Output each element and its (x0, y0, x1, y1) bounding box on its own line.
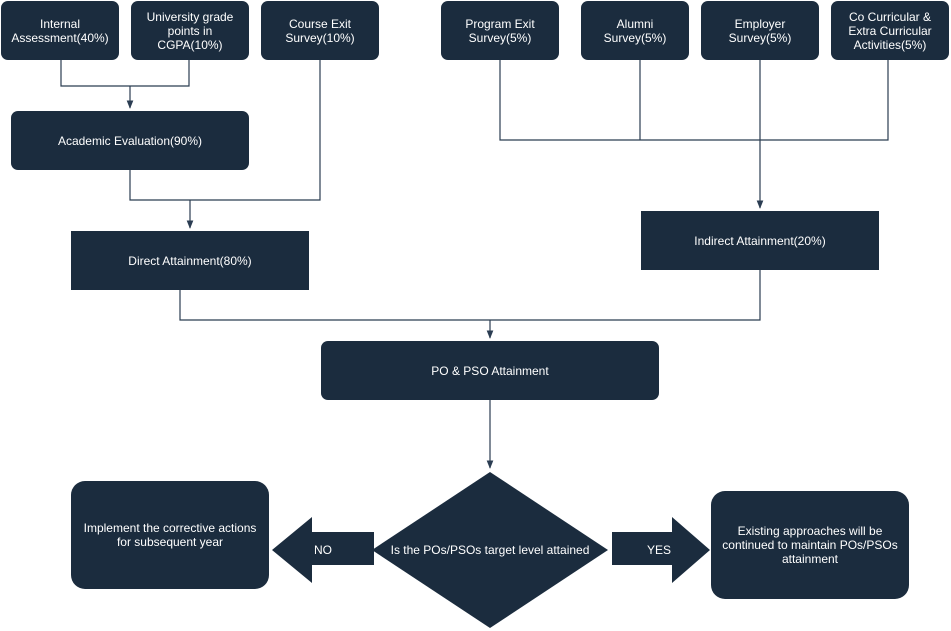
connector-direct-indirect (179, 270, 761, 321)
indirect-attainment-node: Indirect Attainment(20%) (641, 211, 879, 270)
program-exit-survey-label: Program Exit Survey(5%) (465, 16, 535, 45)
university-grade-node: University grade points in CGPA(10%) (131, 1, 249, 60)
connector-internal-university (60, 60, 190, 87)
yes-text: YES (646, 543, 671, 557)
employer-survey-node: Employer Survey(5%) (701, 1, 819, 60)
course-exit-survey-label: Course Exit Survey(10%) (285, 16, 355, 45)
alumni-survey-label: Alumni Survey(5%) (603, 16, 667, 45)
co-curricular-node: Co Curricular & Extra Curricular Activit… (831, 1, 949, 60)
direct-attainment-node: Direct Attainment(80%) (71, 231, 309, 290)
academic-evaluation-label: Academic Evaluation(90%) (57, 133, 203, 148)
university-grade-label: University grade points in CGPA(10%) (146, 9, 234, 52)
po-pso-attainment-node: PO & PSO Attainment (321, 341, 659, 400)
internal-assessment-node: Internal Assessment(40%) (1, 1, 119, 60)
co-curricular-label: Co Curricular & Extra Curricular Activit… (848, 9, 932, 52)
course-exit-survey-node: Course Exit Survey(10%) (261, 1, 379, 60)
decision-diamond (372, 472, 608, 628)
employer-survey-label: Employer Survey(5%) (728, 16, 792, 45)
existing-approaches-node: Existing approaches will be continued to… (711, 491, 909, 599)
program-exit-survey-node: Program Exit Survey(5%) (441, 1, 559, 60)
academic-evaluation-node: Academic Evaluation(90%) (11, 111, 249, 170)
no-arrow-shape (272, 517, 374, 583)
decision-label: Is the POs/PSOs target level attained (372, 536, 608, 564)
no-label: NO (300, 536, 346, 564)
indirect-attainment-label: Indirect Attainment(20%) (694, 233, 826, 248)
connector-indirect-sources (499, 60, 889, 141)
direct-attainment-label: Direct Attainment(80%) (128, 253, 252, 268)
alumni-survey-node: Alumni Survey(5%) (581, 1, 689, 60)
existing-approaches-label: Existing approaches will be continued to… (722, 524, 898, 566)
po-pso-attainment-label: PO & PSO Attainment (431, 363, 549, 378)
corrective-actions-node: Implement the corrective actions for sub… (71, 481, 269, 589)
yes-arrow-shape (612, 517, 710, 583)
corrective-actions-label: Implement the corrective actions for sub… (83, 521, 257, 549)
internal-assessment-label: Internal Assessment(40%) (11, 16, 109, 45)
decision-text: Is the POs/PSOs target level attained (390, 543, 590, 557)
no-text: NO (314, 543, 332, 557)
yes-label: YES (636, 536, 682, 564)
connector-academic-course-exit (129, 60, 321, 201)
